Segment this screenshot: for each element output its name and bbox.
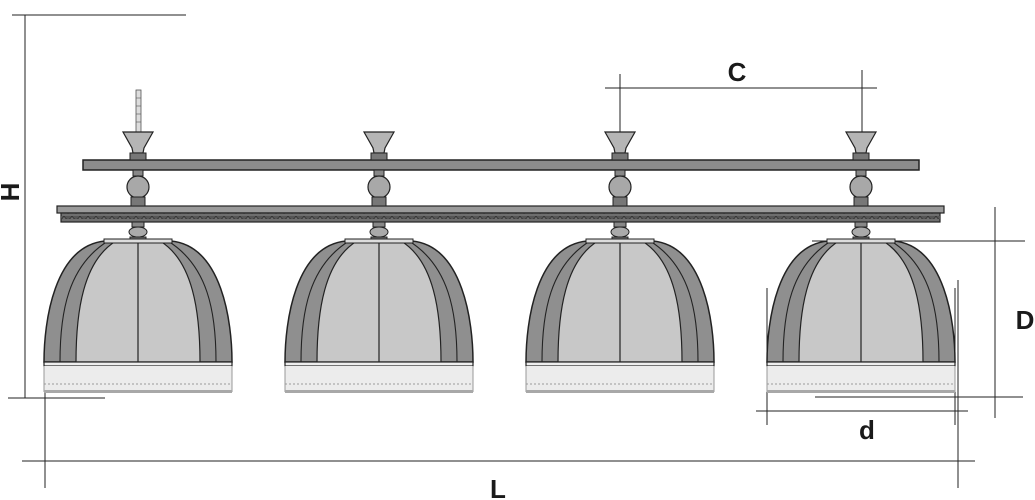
lamp-shade	[525, 238, 715, 367]
upper-bar	[82, 159, 920, 171]
baluster	[367, 169, 391, 207]
shade-neck	[128, 221, 148, 242]
shade-fringe	[766, 366, 956, 393]
lamp-1	[43, 131, 233, 393]
baluster	[849, 169, 873, 207]
top-finial	[362, 131, 396, 161]
length-label: L	[490, 474, 506, 500]
shade-neck	[610, 221, 630, 242]
shade-diameter-label: d	[859, 415, 875, 445]
height-label: H	[0, 183, 25, 202]
shade-fringe	[525, 366, 715, 393]
top-finial	[603, 131, 637, 161]
shade-fringe	[284, 366, 474, 393]
top-finial	[844, 131, 878, 161]
lower-bar	[56, 205, 945, 223]
baluster	[126, 169, 150, 207]
shade-neck	[369, 221, 389, 242]
lamp-shade	[766, 238, 956, 367]
baluster	[608, 169, 632, 207]
lamp-shade	[43, 238, 233, 367]
lamp-shade	[284, 238, 474, 367]
shade-neck	[851, 221, 871, 242]
spacing-label: C	[728, 57, 747, 87]
hanging-rod	[135, 89, 142, 133]
shade-fringe	[43, 366, 233, 393]
lamp-2	[284, 131, 474, 393]
lamps	[43, 131, 956, 393]
lamp-3	[525, 131, 715, 393]
lamp-4	[766, 131, 956, 393]
top-finial	[121, 131, 155, 161]
shade-height-label: D	[1016, 305, 1035, 335]
